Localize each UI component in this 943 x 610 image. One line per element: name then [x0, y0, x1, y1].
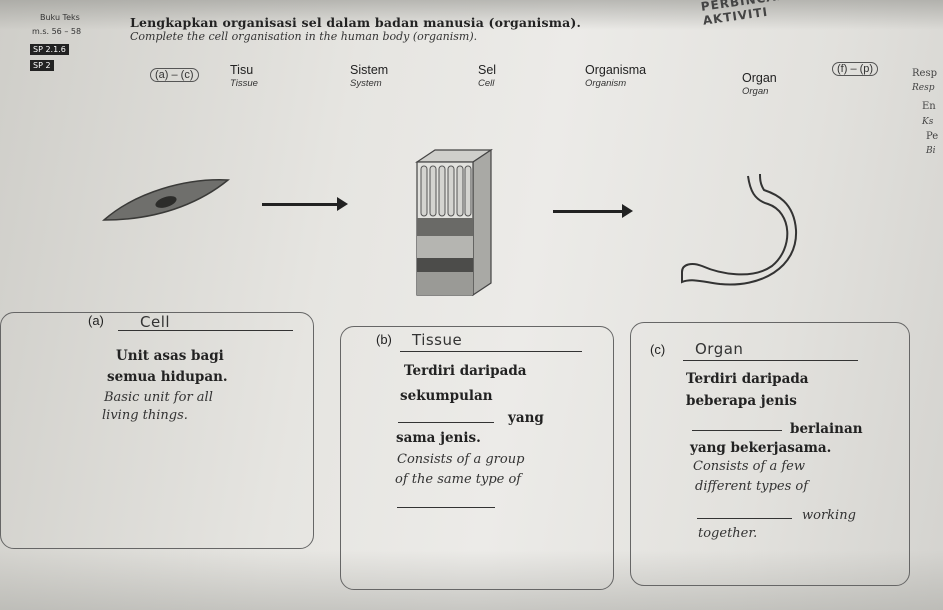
side-text-3: En — [922, 101, 936, 112]
card-c-ms-4: yang bekerjasama. — [690, 440, 832, 456]
side-text-1: Resp — [912, 68, 937, 79]
instruction-title-en: Complete the cell organisation in the hu… — [130, 30, 478, 43]
card-cell — [0, 312, 314, 549]
blank-line-c1[interactable] — [692, 430, 782, 431]
card-b-ms-4: sama jenis. — [396, 430, 481, 446]
card-c-en-3: working — [802, 508, 856, 523]
chain-item-en: Cell — [478, 78, 495, 89]
answer-tissue[interactable]: Tissue — [412, 331, 463, 349]
card-a-ms-1: Unit asas bagi — [116, 348, 224, 364]
chain-item-organ: Organ Organ — [742, 71, 777, 97]
blank-line-b1[interactable] — [398, 422, 494, 423]
chain-item-ms: Organisma — [585, 63, 647, 77]
chain-item-ms: Sel — [478, 63, 497, 77]
card-a-ms-2: semua hidupan. — [107, 369, 228, 385]
stomach-illustration — [681, 173, 798, 286]
card-c-en-4: together. — [698, 526, 758, 541]
card-organ — [630, 322, 910, 586]
card-c-en-1: Consists of a few — [693, 459, 805, 474]
answer-range-left: (a) – (c) — [150, 68, 199, 82]
chain-item-cell: Sel Cell — [478, 63, 496, 89]
card-b-en-1: Consists of a group — [397, 452, 525, 467]
card-c-ms-1: Terdiri daripada — [686, 371, 809, 387]
blank-line-c2[interactable] — [697, 518, 792, 519]
chain-item-en: Organism — [585, 78, 627, 89]
card-a-en-2: living things. — [102, 408, 188, 423]
chain-item-en: Tissue — [230, 78, 258, 89]
card-c-en-2: different types of — [695, 479, 809, 494]
chain-item-system: Sistem System — [350, 63, 388, 89]
side-text-4: Ks — [922, 117, 934, 127]
cell-illustration — [102, 179, 230, 221]
answer-line-c — [683, 360, 858, 361]
tissue-illustration — [415, 148, 493, 297]
answer-range-right: (f) – (p) — [832, 62, 879, 76]
blank-line-b2[interactable] — [397, 507, 495, 508]
card-b-ms-1: Terdiri daripada — [404, 363, 527, 379]
chain-item-en: System — [350, 78, 382, 89]
card-tag-b: (b) — [376, 332, 392, 347]
chain-item-organism: Organisma Organism — [585, 63, 646, 89]
sp-badge-1: SP 2.1.6 — [30, 44, 69, 55]
page-shadow-top — [0, 0, 943, 30]
card-a-en-1: Basic unit for all — [104, 390, 213, 405]
side-text-6: Bi — [926, 146, 936, 156]
book-ref: Buku Teks — [40, 13, 80, 22]
answer-line-b — [400, 351, 582, 352]
chain-item-ms: Sistem — [350, 63, 389, 77]
card-c-ms-3: berlainan — [790, 421, 863, 437]
page-ref: m.s. 56 – 58 — [32, 27, 82, 36]
side-text-2: Resp — [912, 83, 935, 93]
chain-item-ms: Tisu — [230, 63, 254, 77]
answer-line-a — [118, 330, 293, 331]
arrow-tissue-to-organ — [553, 204, 633, 218]
card-b-ms-3: yang — [508, 410, 544, 426]
answer-cell[interactable]: Cell — [140, 313, 171, 331]
card-b-en-2: of the same type of — [395, 472, 522, 487]
instruction-title-ms: Lengkapkan organisasi sel dalam badan ma… — [130, 15, 582, 30]
card-tag-c: (c) — [650, 342, 666, 357]
side-text-5: Pe — [926, 131, 939, 142]
card-tag-a: (a) — [88, 313, 104, 328]
chain-item-tissue: Tisu Tissue — [230, 63, 258, 89]
arrow-cell-to-tissue — [262, 197, 348, 211]
card-c-ms-2: beberapa jenis — [686, 393, 797, 409]
card-b-ms-2: sekumpulan — [400, 388, 493, 404]
chain-item-ms: Organ — [742, 71, 777, 85]
card-tissue — [340, 326, 614, 590]
page-shadow-bottom — [0, 550, 943, 610]
chain-item-en: Organ — [742, 86, 769, 97]
answer-organ[interactable]: Organ — [695, 340, 744, 358]
sp-badge-2: SP 2 — [30, 60, 54, 71]
